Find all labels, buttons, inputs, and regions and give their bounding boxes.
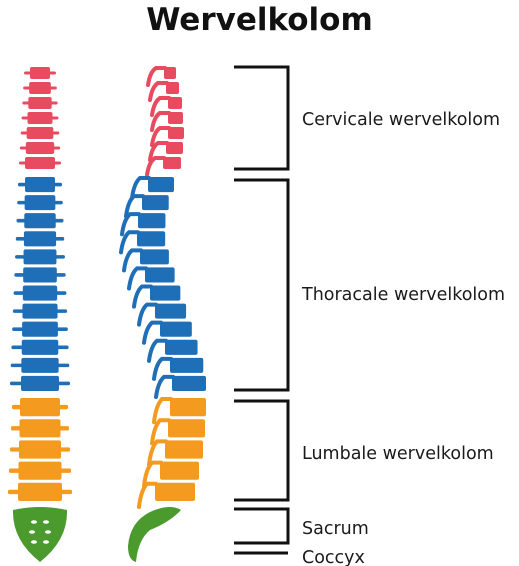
region-brackets [234, 67, 288, 553]
thoracic-vertebra-side [156, 376, 206, 397]
cervical-vertebra-front [22, 112, 59, 124]
thoracic-vertebra-front [17, 195, 62, 210]
cervical-vertebra-front [20, 142, 60, 154]
cervical-vertebra-front [21, 127, 60, 139]
sacrum-bracket [234, 509, 288, 543]
label-cervical: Cervicale wervelkolom [302, 110, 500, 130]
thoracic-vertebra-front [17, 213, 64, 228]
spine-front-view [8, 67, 72, 562]
thoracic-vertebra-front [15, 249, 65, 264]
sacrum-side [128, 507, 181, 562]
cervical-vertebra-side [147, 157, 181, 175]
thoracic-vertebra-side [121, 231, 165, 252]
cervical-vertebra-front [24, 67, 56, 79]
thoracic-vertebra-side [144, 322, 192, 343]
cervical-vertebra-front [22, 97, 57, 109]
cervical-vertebra-front [23, 82, 57, 94]
thoracic-vertebra-front [12, 322, 68, 337]
lumbar-vertebra-front [10, 440, 70, 458]
thoracic-vertebra-front [18, 177, 62, 192]
lumbar-vertebra-front [11, 419, 69, 437]
cervical-bracket [234, 67, 288, 169]
label-lumbar: Lumbale wervelkolom [302, 444, 494, 464]
lumbar-vertebra-front [12, 398, 68, 416]
thoracic-vertebra-front [14, 286, 67, 301]
spine-side-view [121, 67, 206, 562]
cervical-vertebra-front [19, 157, 61, 169]
thoracic-vertebra-side [154, 358, 203, 379]
thoracic-vertebra-front [14, 267, 65, 282]
lumbar-vertebra-front [9, 462, 71, 480]
lumbar-bracket [234, 401, 288, 500]
thoracic-vertebra-front [16, 231, 64, 246]
thoracic-vertebra-front [11, 358, 70, 373]
lumbar-vertebra-front [8, 483, 72, 501]
thoracic-bracket [234, 180, 288, 390]
sacrum-front [13, 507, 67, 562]
label-sacrum: Sacrum [302, 519, 369, 539]
label-thoracic: Thoracale wervelkolom [301, 285, 505, 305]
thoracic-vertebra-front [11, 340, 68, 355]
label-coccyx: Coccyx [302, 548, 365, 566]
thoracic-vertebra-front [13, 304, 67, 319]
thoracic-vertebra-front [10, 376, 70, 391]
lumbar-vertebra-side [139, 483, 195, 507]
thoracic-vertebra-side [149, 340, 198, 361]
